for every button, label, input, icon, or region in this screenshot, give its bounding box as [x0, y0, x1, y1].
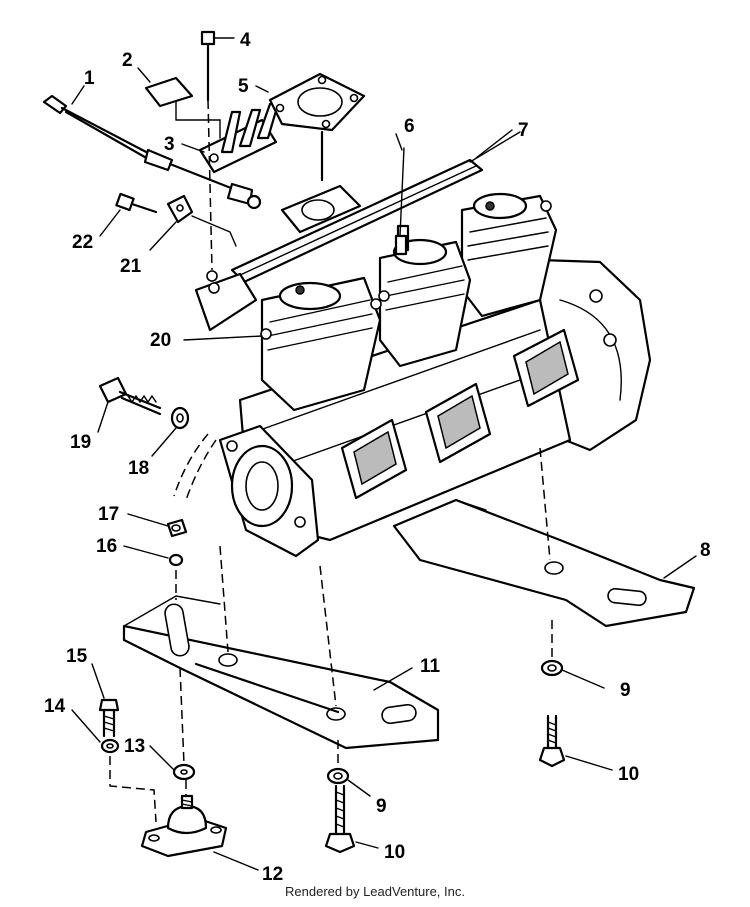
callout-9-left: 9	[376, 796, 387, 817]
hex-bolt	[324, 784, 356, 854]
exhaust-gasket	[255, 72, 366, 182]
callout-21: 21	[120, 256, 142, 277]
callout-11: 11	[420, 656, 441, 677]
engine-assembly	[194, 158, 652, 558]
cable-clip	[149, 194, 237, 251]
callout-14: 14	[44, 696, 66, 717]
callout-13: 13	[124, 736, 145, 757]
callout-12: 12	[262, 864, 283, 885]
hex-bolt	[538, 714, 566, 768]
callout-4: 4	[240, 30, 251, 51]
mounting-plate-right	[392, 498, 696, 628]
lock-washer	[168, 553, 184, 567]
callout-9-right: 9	[620, 680, 631, 701]
leader-lines	[71, 67, 697, 871]
spark-plug	[394, 147, 408, 256]
throttle-cable	[42, 94, 262, 210]
intake-reeds	[340, 328, 580, 500]
callout-10-left: 10	[384, 842, 405, 863]
callout-6: 6	[404, 116, 415, 137]
mount-bolt	[98, 376, 162, 416]
callout-1: 1	[84, 68, 95, 89]
callout-7: 7	[518, 120, 529, 141]
rubber-mount	[140, 794, 228, 858]
callout-16: 16	[96, 536, 117, 557]
callout-2: 2	[122, 50, 133, 71]
callout-15: 15	[66, 646, 88, 667]
callout-18: 18	[128, 458, 149, 479]
callout-19: 19	[70, 432, 91, 453]
callout-10-right: 10	[618, 764, 639, 785]
callout-8: 8	[700, 540, 711, 561]
callout-22: 22	[72, 232, 93, 253]
callout-5: 5	[238, 76, 249, 97]
callout-20: 20	[150, 330, 171, 351]
footer-credit: Rendered by LeadVenture, Inc.	[285, 884, 465, 899]
cable-bracket	[198, 102, 280, 174]
callout-17: 17	[98, 504, 119, 525]
callout-3: 3	[164, 134, 175, 155]
small-bolt	[98, 698, 120, 738]
nut	[166, 518, 188, 538]
decal	[144, 76, 194, 108]
screw	[115, 192, 158, 214]
long-bolt	[200, 30, 235, 271]
mounting-plate-left	[122, 595, 440, 750]
